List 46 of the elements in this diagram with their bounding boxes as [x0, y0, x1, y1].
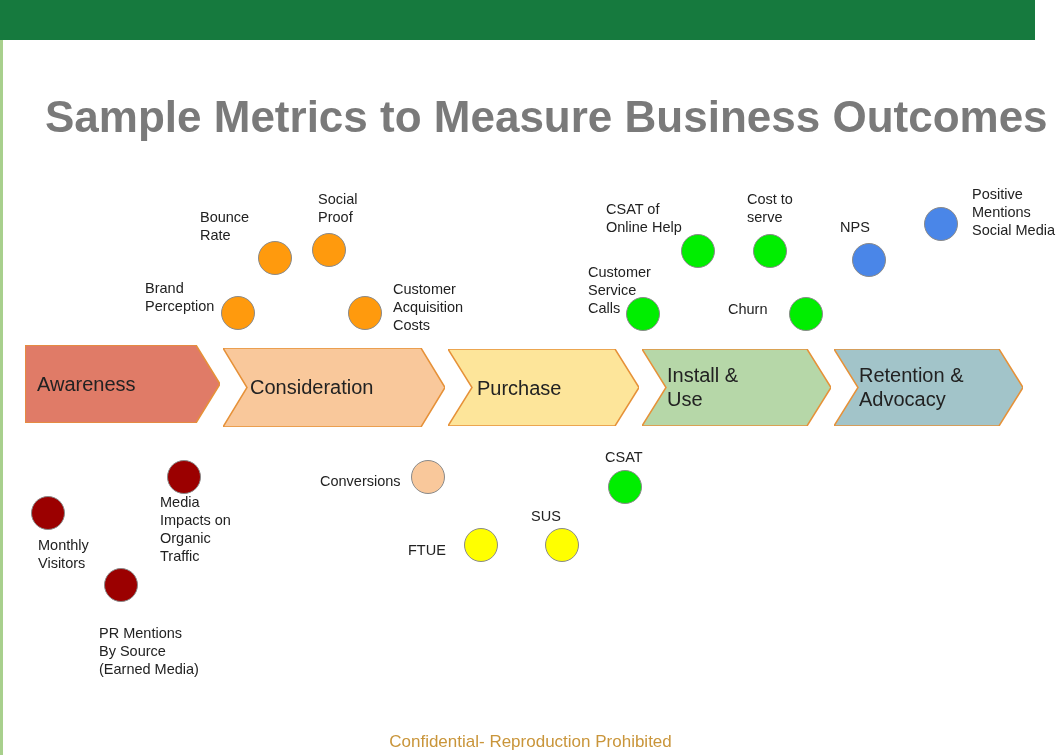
- metric-dot: [31, 496, 65, 530]
- metric-dot: [167, 460, 201, 494]
- metric-dot: [681, 234, 715, 268]
- metric-label: NPS: [840, 218, 871, 236]
- metric-dot: [104, 568, 138, 602]
- metric-label: Monthly Visitors: [38, 536, 90, 572]
- metric-label: PR Mentions By Source (Earned Media): [99, 624, 199, 678]
- stage-label: Awareness: [37, 372, 137, 396]
- metric-dot: [545, 528, 579, 562]
- stage-label: Install & Use: [667, 363, 740, 411]
- process-stage: [223, 348, 445, 427]
- stage-label: Consideration: [250, 375, 375, 399]
- metric-label: FTUE: [408, 541, 447, 559]
- metric-label: Cost to serve: [747, 190, 794, 226]
- process-stage: [834, 349, 1023, 426]
- metric-dot: [312, 233, 346, 267]
- metric-label: CSAT: [605, 448, 644, 466]
- metric-dot: [348, 296, 382, 330]
- metric-dot: [221, 296, 255, 330]
- metric-label: SUS: [531, 507, 562, 525]
- metric-dot: [626, 297, 660, 331]
- process-stage: [448, 349, 639, 426]
- metric-dot: [464, 528, 498, 562]
- metric-label: Positive Mentions Social Media: [972, 185, 1056, 239]
- metric-dot: [753, 234, 787, 268]
- metric-label: Churn: [728, 300, 769, 318]
- metric-dot: [411, 460, 445, 494]
- metric-label: Conversions: [320, 472, 402, 490]
- process-stage: [642, 349, 831, 426]
- metric-dot: [608, 470, 642, 504]
- metric-label: Bounce Rate: [200, 208, 251, 244]
- stage-label: Retention & Advocacy: [859, 363, 965, 411]
- metric-label: CSAT of Online Help: [606, 200, 683, 236]
- metric-dot: [924, 207, 958, 241]
- process-stage: [25, 345, 220, 423]
- footer-note: Confidential- Reproduction Prohibited: [388, 732, 673, 752]
- slide-title: Sample Metrics to Measure Business Outcomes: [45, 92, 1048, 142]
- metric-label: Customer Service Calls: [588, 263, 652, 317]
- metric-label: Brand Perception: [145, 279, 216, 315]
- metric-label: Social Proof: [318, 190, 359, 226]
- metric-label: Media Impacts on Organic Traffic: [160, 493, 232, 565]
- stage-label: Purchase: [477, 376, 563, 400]
- metric-dot: [852, 243, 886, 277]
- metric-label: Customer Acquisition Costs: [393, 280, 465, 334]
- metric-dot: [789, 297, 823, 331]
- metric-dot: [258, 241, 292, 275]
